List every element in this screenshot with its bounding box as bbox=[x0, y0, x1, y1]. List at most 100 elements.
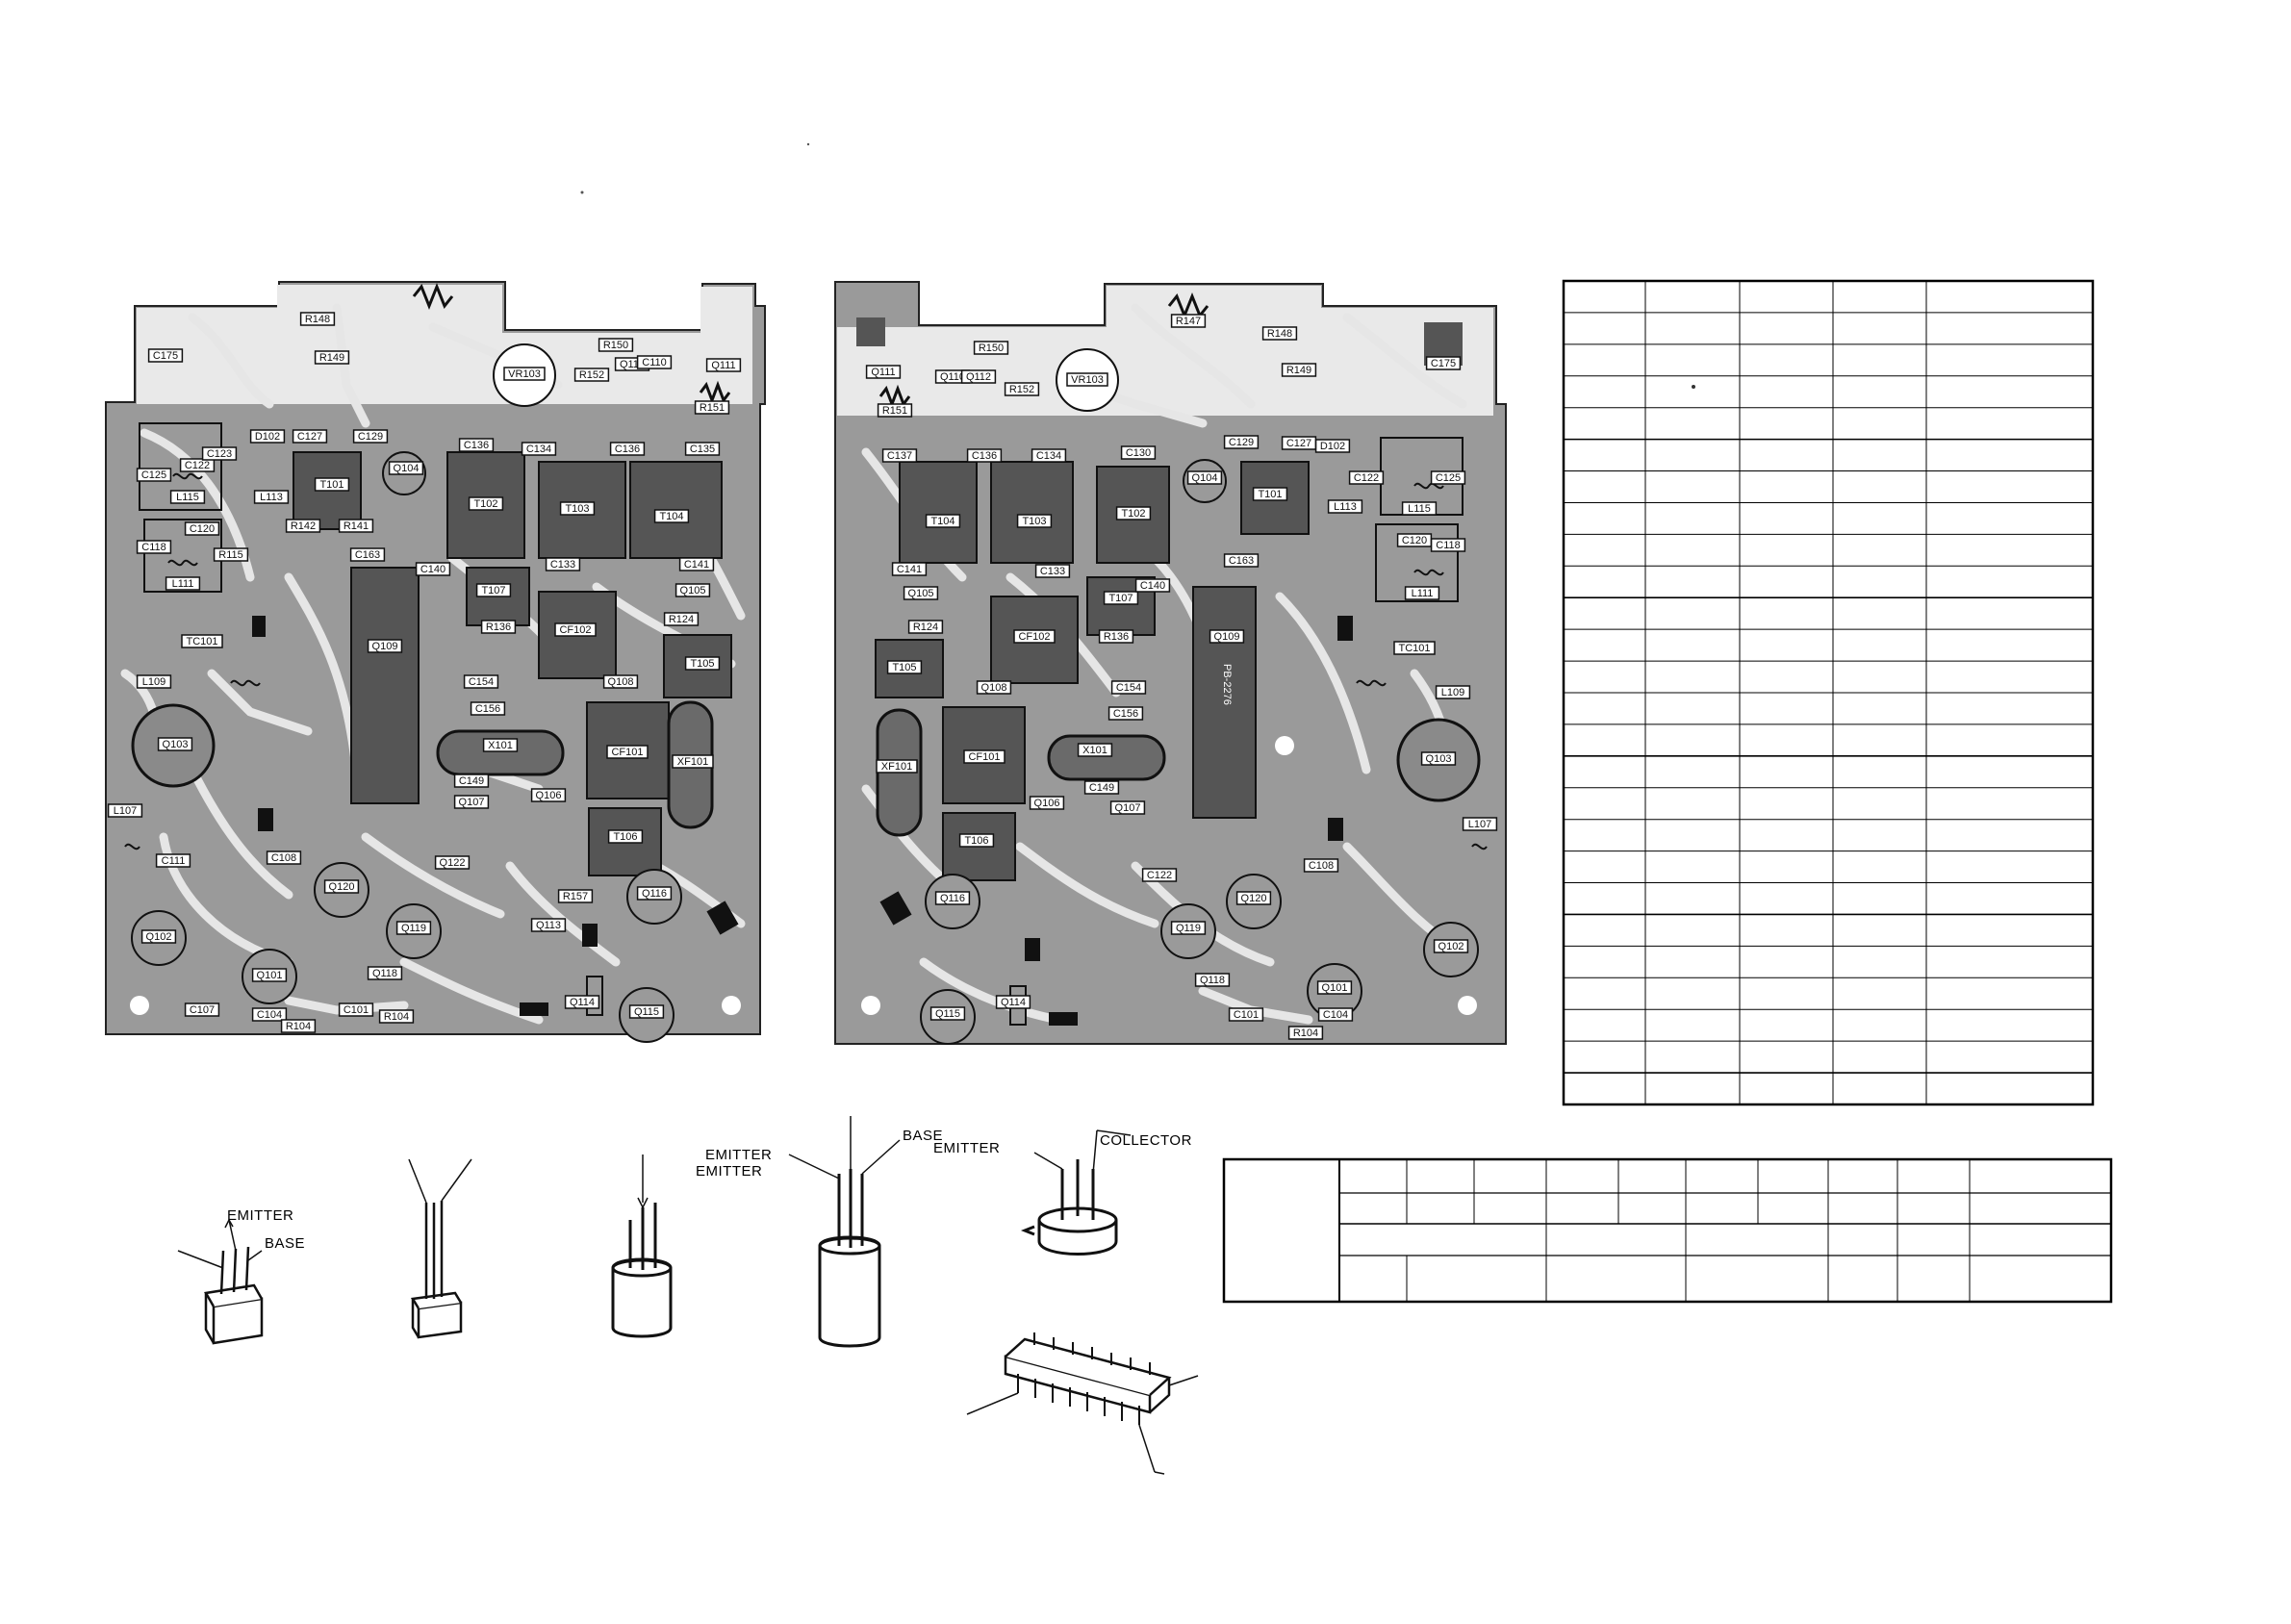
part-label: L107 bbox=[114, 805, 137, 817]
part-label-box bbox=[292, 429, 328, 444]
part-label: C137 bbox=[887, 450, 912, 462]
part-label-box bbox=[201, 446, 238, 461]
part-label: Q107 bbox=[459, 797, 485, 808]
part-label: CF101 bbox=[611, 747, 643, 758]
voltage-table-grid bbox=[1222, 1157, 2113, 1304]
part-label: C123 bbox=[207, 448, 232, 460]
part-label: R151 bbox=[700, 402, 725, 414]
part-label-box bbox=[251, 1007, 288, 1022]
part-label: R124 bbox=[913, 622, 938, 633]
part-label-box bbox=[181, 634, 223, 648]
part-label-box bbox=[903, 586, 939, 600]
part-label-box bbox=[458, 438, 495, 452]
part-label-box bbox=[881, 448, 918, 463]
part-label: L115 bbox=[1408, 503, 1431, 515]
part-label: Q101 bbox=[1322, 982, 1348, 994]
part-label-box bbox=[140, 929, 177, 944]
part-label-box bbox=[675, 583, 711, 597]
part-label-box bbox=[1170, 314, 1207, 328]
part-label-box bbox=[285, 519, 321, 533]
part-label-box bbox=[367, 966, 403, 980]
part-label-box bbox=[1404, 586, 1440, 600]
part-label-box bbox=[249, 429, 286, 444]
part-label: C163 bbox=[1229, 555, 1254, 567]
part-label: R136 bbox=[1104, 631, 1129, 643]
part-label: C140 bbox=[420, 564, 445, 575]
emitter-label: EMITTER bbox=[227, 1207, 293, 1224]
part-label-box bbox=[463, 674, 499, 689]
collector-label: COLLECTOR bbox=[1100, 1132, 1192, 1149]
part-label: T107 bbox=[481, 585, 505, 596]
speck bbox=[1692, 385, 1695, 389]
part-label: C104 bbox=[257, 1009, 282, 1021]
part-label-box bbox=[1141, 868, 1178, 882]
part-label: C134 bbox=[1036, 450, 1061, 462]
part-label-box bbox=[338, 1002, 374, 1017]
part-label: R150 bbox=[979, 343, 1004, 354]
part-label-box bbox=[1004, 382, 1040, 396]
part-label-box bbox=[453, 795, 490, 809]
part-label-box bbox=[280, 1019, 317, 1033]
part-label: C140 bbox=[1140, 580, 1165, 592]
part-label-box bbox=[663, 612, 700, 626]
part-label-box bbox=[453, 774, 490, 788]
part-label-box bbox=[1016, 514, 1053, 528]
part-label-box bbox=[1252, 487, 1288, 501]
part-label: Q111 bbox=[871, 367, 895, 378]
part-label-box bbox=[184, 1002, 220, 1017]
part-label: R141 bbox=[344, 520, 369, 532]
part-label: C127 bbox=[297, 431, 322, 443]
part-label-box bbox=[609, 442, 646, 456]
part-label-box bbox=[1186, 470, 1223, 485]
part-label-box bbox=[253, 490, 290, 504]
part-label-box bbox=[1223, 553, 1260, 568]
part-label: C133 bbox=[1040, 566, 1065, 577]
pcb-top-strip-right bbox=[837, 286, 1493, 416]
part-label-box bbox=[165, 576, 201, 591]
part-label-box bbox=[653, 509, 690, 523]
part-label: Q106 bbox=[1034, 798, 1060, 809]
part-label: C108 bbox=[271, 852, 296, 864]
part-label: Q116 bbox=[940, 893, 965, 904]
tall-transistor-icon bbox=[611, 1155, 673, 1338]
part-label: D102 bbox=[255, 431, 280, 443]
part-label-box bbox=[1281, 363, 1317, 377]
part-label: Q114 bbox=[1001, 997, 1026, 1008]
part-label-box bbox=[107, 803, 143, 818]
part-label-box bbox=[1433, 939, 1469, 953]
part-label: C149 bbox=[459, 775, 484, 787]
part-label: T105 bbox=[892, 662, 916, 673]
part-label-box bbox=[1393, 641, 1436, 655]
part-label: C125 bbox=[1436, 472, 1461, 484]
part-label: C122 bbox=[1354, 472, 1379, 484]
part-label: Q104 bbox=[1192, 472, 1218, 484]
part-label-box bbox=[1029, 796, 1065, 810]
part-label-box bbox=[1110, 680, 1147, 695]
part-label: L111 bbox=[1412, 588, 1434, 599]
part-label: Q102 bbox=[1438, 941, 1464, 952]
part-label: TC101 bbox=[1398, 643, 1430, 654]
part-label-box bbox=[1034, 564, 1071, 578]
part-label: CF102 bbox=[1018, 631, 1050, 643]
part-label-box bbox=[395, 921, 432, 935]
part-label: C136 bbox=[615, 444, 640, 455]
small-plastic-transistor-icon bbox=[177, 1219, 264, 1345]
part-label: C107 bbox=[190, 1004, 215, 1016]
part-label: Q118 bbox=[372, 968, 397, 979]
part-label: VR103 bbox=[508, 368, 541, 380]
part-label-box bbox=[1223, 435, 1260, 449]
components-left bbox=[130, 343, 741, 1043]
part-label: L115 bbox=[176, 492, 199, 503]
part-label: TC101 bbox=[186, 636, 217, 647]
metal-can-transistor-icon bbox=[1020, 1129, 1132, 1256]
part-label: L113 bbox=[260, 492, 283, 503]
parts-table-grid bbox=[1562, 279, 2095, 1106]
part-label-box bbox=[684, 442, 721, 456]
part-label: R142 bbox=[291, 520, 316, 532]
part-label: X101 bbox=[488, 740, 513, 751]
part-label: T107 bbox=[1108, 593, 1133, 604]
part-label: C122 bbox=[185, 460, 210, 471]
part-label: C154 bbox=[469, 676, 494, 688]
coil-icons-left bbox=[124, 282, 731, 850]
part-label: C101 bbox=[344, 1004, 369, 1016]
